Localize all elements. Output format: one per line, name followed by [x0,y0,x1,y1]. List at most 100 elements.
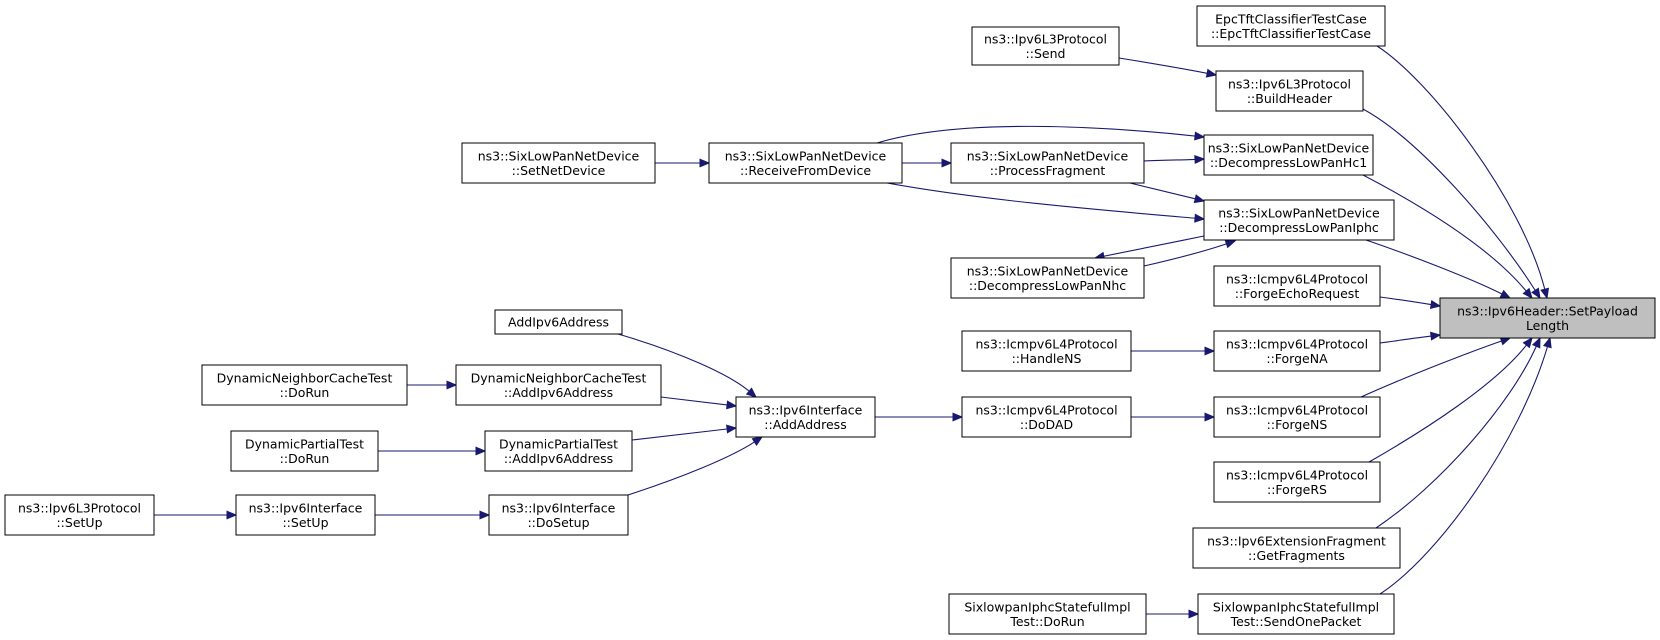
edge-dptdorun-to-dptadd [377,446,487,456]
node-receivefromdevice[interactable]: ns3::SixLowPanNetDevice::ReceiveFromDevi… [708,142,903,184]
node-dnctdorun[interactable]: DynamicNeighborCacheTest::DoRun [201,364,408,406]
edge-ifsetup-to-dosetup [375,510,491,520]
node-label-line: ::ReceiveFromDevice [740,163,871,178]
node-setnetdevice[interactable]: ns3::SixLowPanNetDevice::SetNetDevice [461,142,656,184]
node-box [948,593,1147,635]
edge-processfragment-to-hc1 [1143,154,1206,165]
node-forgers[interactable]: ns3::Icmpv6L4Protocol::ForgeRS [1213,461,1381,503]
node-box [488,494,629,536]
edge-receivefromdevice-to-hc1 [876,125,1206,144]
node-box [230,430,379,472]
node-label-line: ns3::Icmpv6L4Protocol [1226,402,1368,417]
node-label-line: EpcTftClassifierTestCase [1215,11,1367,26]
node-ifsetup[interactable]: ns3::Ipv6Interface::SetUp [235,494,376,536]
node-dptdorun[interactable]: DynamicPartialTest::DoRun [230,430,379,472]
edge-line [1379,346,1548,595]
edge-nhc-to-iphc [1143,239,1237,267]
node-label-line: SixlowpanIphcStatefulImpl [964,599,1130,614]
node-box [1213,461,1381,503]
node-hc1[interactable]: ns3::SixLowPanNetDevice::DecompressLowPa… [1203,134,1374,176]
node-label-line: Length [1526,318,1569,333]
node-box [961,396,1132,438]
edge-line [1365,239,1503,295]
edge-iphc-to-nhc [1093,235,1205,261]
node-siximplsend[interactable]: SixlowpanIphcStatefulImplTest::SendOnePa… [1197,593,1395,635]
arrowhead-icon [726,400,738,410]
node-dodad[interactable]: ns3::Icmpv6L4Protocol::DoDAD [961,396,1132,438]
node-label-line: ns3::Ipv6Interface [502,500,616,515]
node-l3setup[interactable]: ns3::Ipv6L3Protocol::SetUp [4,494,155,536]
arrowhead-icon [699,158,711,168]
node-getfragments[interactable]: ns3::Ipv6ExtensionFragment::GetFragments [1192,527,1401,569]
node-box [484,430,633,472]
arrowhead-icon [1531,336,1541,349]
node-forgena[interactable]: ns3::Icmpv6L4Protocol::ForgeNA [1213,330,1381,372]
edge-line [660,396,728,406]
arrowhead-icon [1542,336,1552,349]
edge-processfragment-to-iphc [1129,182,1206,204]
node-label-line: ns3::SixLowPanNetDevice [1218,205,1380,220]
node-addaddress[interactable]: ns3::Ipv6Interface::AddAddress [735,396,876,438]
node-label-line: DynamicPartialTest [245,436,364,451]
arrowhead-icon [745,387,757,398]
edge-line [1118,57,1208,74]
node-box [1213,265,1381,307]
node-label-line: ::AddIpv6Address [504,385,613,400]
edge-dodad-to-forgens [1130,412,1216,422]
node-box [494,309,623,335]
node-box [950,142,1145,184]
arrowhead-icon [1193,194,1206,204]
node-dnctadd[interactable]: DynamicNeighborCacheTest::AddIpv6Address [455,364,662,406]
arrowhead-icon [446,380,458,390]
node-label-line: ns3::Icmpv6L4Protocol [1226,336,1368,351]
node-send[interactable]: ns3::Ipv6L3Protocol::Send [971,26,1120,66]
node-processfragment[interactable]: ns3::SixLowPanNetDevice::ProcessFragment [950,142,1145,184]
edge-line [1362,174,1527,292]
node-handlens[interactable]: ns3::Icmpv6L4Protocol::HandleNS [961,330,1132,372]
node-box [1213,396,1381,438]
node-label-line: AddIpv6Address [508,315,609,330]
arrowhead-icon [1429,300,1442,309]
edge-line [886,182,1196,219]
node-addipv6[interactable]: AddIpv6Address [494,309,623,335]
edge-buildheader-to-setpayload [1362,108,1541,300]
arrowhead-icon [1205,68,1218,78]
node-box [735,396,876,438]
arrowhead-icon [1204,346,1216,356]
node-label-line: ns3::Ipv6Interface [249,500,363,515]
node-label-line: ::GetFragments [1248,548,1345,563]
node-label-line: Test::SendOnePacket [1230,614,1362,629]
arrowhead-icon [726,424,738,434]
node-label-line: ns3::Ipv6L3Protocol [1228,76,1351,91]
node-buildheader[interactable]: ns3::Ipv6L3Protocol::BuildHeader [1215,70,1364,112]
node-box [708,142,903,184]
node-dptadd[interactable]: DynamicPartialTest::AddIpv6Address [484,430,633,472]
node-echo[interactable]: ns3::Icmpv6L4Protocol::ForgeEchoRequest [1213,265,1381,307]
arrowhead-icon [751,436,764,447]
node-label-line: ::AddAddress [764,417,846,432]
node-box [1213,330,1381,372]
edge-handlens-to-forgena [1130,346,1216,356]
edge-addaddress-to-dodad [874,412,964,422]
node-label-line: ::SetUp [282,515,328,530]
node-forgens[interactable]: ns3::Icmpv6L4Protocol::ForgeNS [1213,396,1381,438]
node-label-line: ::DecompressLowPanNhc [969,278,1126,293]
node-epc[interactable]: EpcTftClassifierTestCase::EpcTftClassifi… [1196,5,1386,47]
node-label-line: ns3::SixLowPanNetDevice [478,148,640,163]
node-box [961,330,1132,372]
edge-line [1375,345,1537,529]
edge-epc-to-setpayload [1376,45,1550,300]
edge-line [1129,182,1196,200]
node-iphc[interactable]: ns3::SixLowPanNetDevice::DecompressLowPa… [1203,199,1395,241]
edge-hc1-to-setpayload [1362,174,1533,299]
node-dosetup[interactable]: ns3::Ipv6Interface::DoSetup [488,494,629,536]
node-label-line: ::DecompressLowPanHc1 [1210,155,1367,170]
node-label-line: ns3::SixLowPanNetDevice [1208,140,1370,155]
node-nhc[interactable]: ns3::SixLowPanNetDevice::DecompressLowPa… [950,257,1145,299]
arrowhead-icon [226,510,238,520]
node-label-line: ns3::Ipv6Header::SetPayload [1457,303,1638,318]
node-box [1203,134,1374,176]
